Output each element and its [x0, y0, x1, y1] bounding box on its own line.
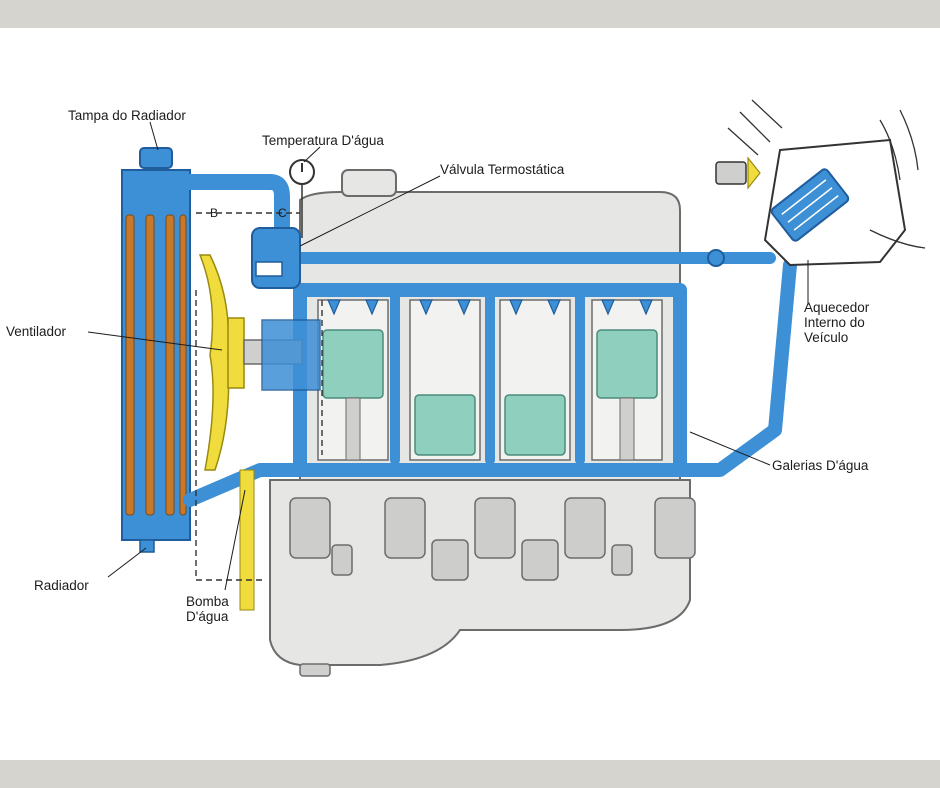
radiator-drain: [139, 539, 155, 553]
label-heater: Aquecedor Interno do Veículo: [804, 300, 914, 345]
leader-lines: [87, 121, 809, 591]
fan-hub: [227, 317, 245, 389]
piston: [322, 329, 384, 399]
water-jacket: [293, 283, 687, 472]
label-fan: Ventilador: [6, 324, 67, 339]
cooling-system-diagram: B C Tampa do Radiador Temperatura D'água…: [0, 28, 940, 760]
drain-plug: [299, 663, 331, 677]
label-radiator: Radiador: [34, 578, 89, 593]
label-thermostatic-valve: Válvula Termostática: [440, 162, 565, 177]
pump-belt: [239, 469, 255, 611]
crankshaft: [289, 497, 696, 581]
temperature-gauge: [289, 159, 315, 238]
label-water-galleries: Galerias D'água: [772, 458, 869, 473]
airflow-arrows: [727, 99, 926, 249]
label-heater-line3: Veículo: [804, 330, 849, 345]
piston: [596, 329, 658, 399]
valve-ports: [327, 299, 653, 316]
cylinder-1: [317, 299, 389, 461]
cylinders: [317, 299, 663, 461]
thermostat-housing: [251, 227, 301, 289]
cylinder-4: [591, 299, 663, 461]
label-radiator-cap: Tampa do Radiador: [68, 108, 186, 123]
radiator-cap: [139, 147, 173, 169]
thermostatic-valve-body: [255, 261, 283, 277]
dashed-pump-outline: [195, 212, 323, 581]
oil-filler-cap: [341, 169, 397, 197]
heater-blower: [715, 156, 761, 190]
label-heater-line2: Interno do: [804, 315, 865, 330]
radiator: [121, 147, 191, 553]
cylinder-3: [499, 299, 571, 461]
piston: [504, 394, 566, 456]
label-water-pump: Bomba D'água: [186, 594, 256, 624]
label-water-pump-line1: Bomba: [186, 594, 229, 609]
heater-valve: [707, 249, 725, 267]
top-border-band: [0, 0, 940, 28]
cylinder-2: [409, 299, 481, 461]
label-water-temperature: Temperatura D'água: [262, 133, 384, 148]
piston: [414, 394, 476, 456]
upper-hose: [172, 174, 290, 240]
marker-c: C: [278, 206, 287, 220]
bottom-border-band: [0, 760, 940, 788]
label-water-pump-line2: D'água: [186, 609, 229, 624]
marker-b: B: [210, 206, 219, 220]
lower-return-line: [183, 258, 797, 507]
heater-core: [715, 99, 926, 267]
connecting-rod: [345, 397, 361, 461]
label-heater-line1: Aquecedor: [804, 300, 870, 315]
radiator-core: [125, 214, 187, 516]
water-pump: [239, 319, 321, 611]
connecting-rod: [619, 397, 635, 461]
